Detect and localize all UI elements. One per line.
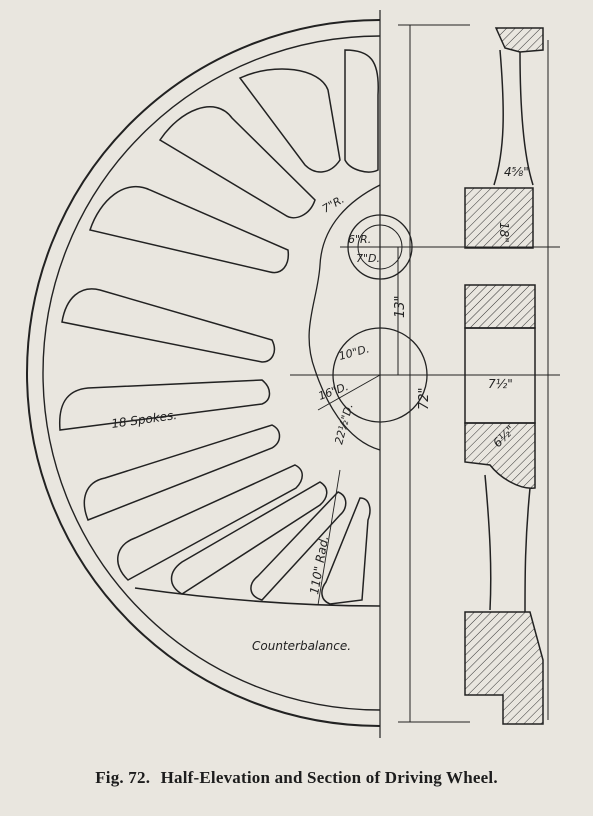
- counterbalance-edge: [134, 587, 381, 607]
- hub-section-lower: [464, 422, 536, 489]
- dimension-lines: [397, 24, 470, 723]
- pin-mid-dim: 6"R.: [348, 233, 371, 246]
- figure-number: Fig. 72.: [95, 768, 151, 787]
- rim-inner-arc: [42, 35, 381, 711]
- hub-leader: [317, 374, 381, 411]
- rim-width-dim: 4⅝": [504, 165, 529, 179]
- rim-section-bottom: [464, 611, 544, 725]
- hub-section-upper: [464, 187, 534, 249]
- rim-radius-label: 110" Rad.: [307, 535, 331, 596]
- radius-leader: [317, 469, 341, 606]
- spoke: [117, 464, 303, 581]
- hub-outer-dim: 22½"D.: [332, 402, 355, 446]
- wheel-diameter-dim: 72": [417, 387, 432, 410]
- rim-section-top: [494, 27, 544, 53]
- spoke: [344, 49, 379, 173]
- spoke: [321, 497, 371, 605]
- spoke: [250, 491, 347, 601]
- spoke: [58, 379, 271, 431]
- figure-title: Half-Elevation and Section of Driving Wh…: [160, 768, 498, 787]
- section-height-dim: 18": [497, 222, 511, 243]
- spoke: [83, 424, 281, 521]
- crank-pin-section: [464, 284, 536, 329]
- spoke: [158, 106, 316, 219]
- hub-length-dim: 7½": [488, 377, 513, 391]
- hub-bore-dim: 10"D.: [337, 342, 370, 363]
- web-section-bottom: [484, 474, 531, 613]
- rim-outer-arc: [26, 19, 381, 727]
- spoke: [89, 185, 290, 274]
- figure-caption: Fig. 72. Half-Elevation and Section of D…: [0, 768, 593, 788]
- wheel-section: [464, 27, 549, 725]
- crank-throw-dim: 13": [393, 295, 408, 318]
- spoke: [61, 288, 276, 363]
- hub-web: [308, 184, 381, 451]
- spokes-label: 18 Spokes.: [110, 408, 177, 431]
- web-section-top: [493, 49, 534, 186]
- spoke: [238, 68, 341, 173]
- spokes: [58, 49, 379, 605]
- half-elevation: [26, 10, 560, 738]
- spoke: [170, 481, 328, 595]
- counterbalance-label: Counterbalance.: [252, 639, 351, 653]
- pin-bore-dim: 7"D.: [356, 252, 380, 265]
